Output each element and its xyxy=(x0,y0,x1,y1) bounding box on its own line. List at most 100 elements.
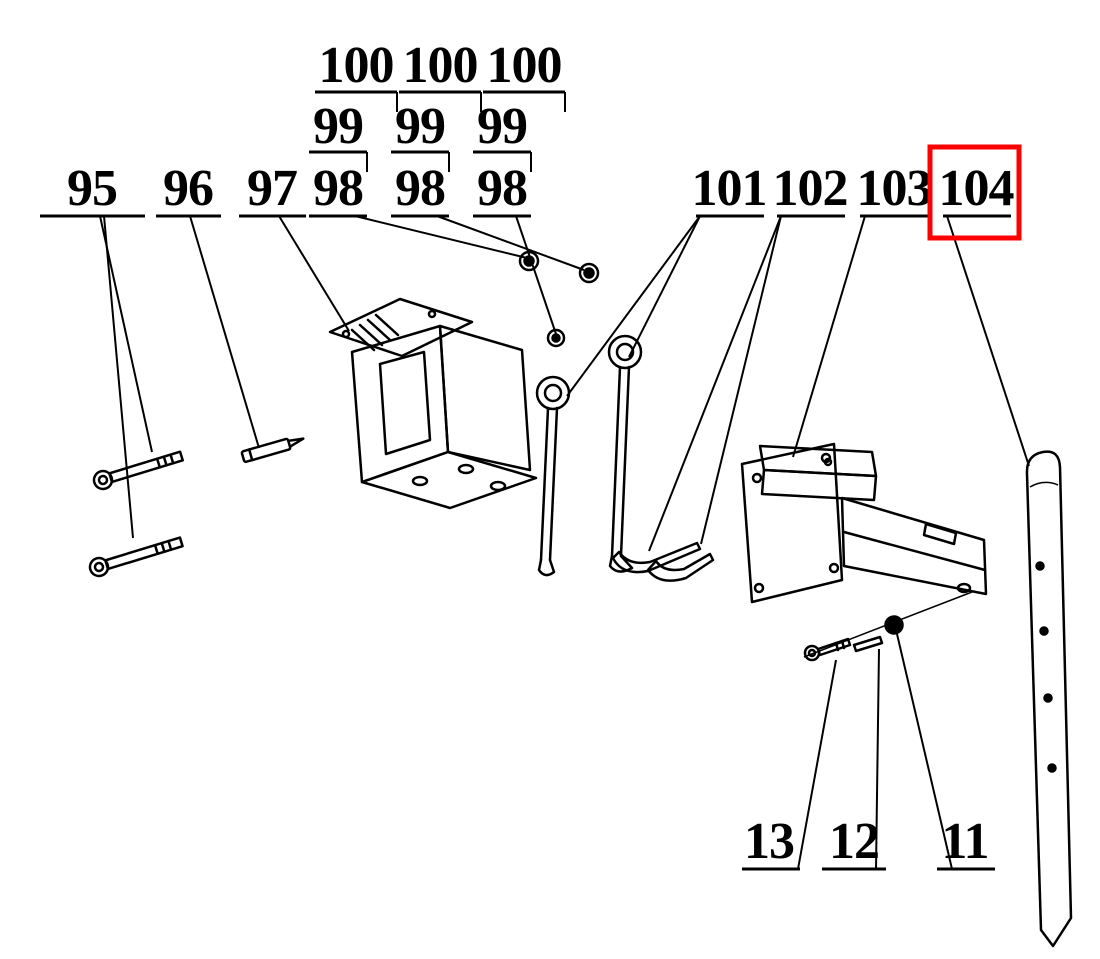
part-98-99-100-hardware xyxy=(518,250,600,348)
hook-body xyxy=(611,541,702,574)
leader-line-97 xyxy=(278,215,350,332)
bracket-hole xyxy=(427,309,437,319)
bracket-hole xyxy=(341,329,351,339)
leader-line-101a xyxy=(566,215,701,397)
callout-label-102[interactable]: 102 xyxy=(773,160,849,217)
box-hole xyxy=(823,457,833,467)
ball xyxy=(884,615,904,635)
leader-line-95a xyxy=(99,215,153,453)
leader-line-104 xyxy=(946,215,1030,467)
plate-hole xyxy=(828,562,840,574)
beam-edge-line xyxy=(842,530,987,572)
beam-hole xyxy=(956,582,972,594)
nut-center xyxy=(523,255,535,267)
flange-hole xyxy=(489,480,507,492)
spring-hatch-line xyxy=(366,318,392,342)
bar-top-notch xyxy=(1029,481,1059,488)
part-13-bolt xyxy=(803,637,852,662)
leader-line-102b xyxy=(700,215,782,545)
bracket-front-face xyxy=(350,324,450,484)
nut-outline xyxy=(518,250,540,272)
callout-label-97[interactable]: 97 xyxy=(247,160,298,217)
bar-hole xyxy=(1035,561,1045,571)
callout-label-103[interactable]: 103 xyxy=(857,160,933,217)
bolt-head-socket xyxy=(93,561,105,573)
beam-tab xyxy=(922,522,958,546)
leader-line-98-2 xyxy=(436,215,585,271)
callout-label-99-2[interactable]: 99 xyxy=(395,98,446,155)
leader-line-95b xyxy=(103,215,134,539)
callout-label-13[interactable]: 13 xyxy=(744,813,795,870)
bar-hole xyxy=(1043,693,1053,703)
plate-hole xyxy=(753,582,765,594)
leader-line-98-1 xyxy=(354,215,528,259)
bar-hole xyxy=(1039,626,1049,636)
callout-label-11[interactable]: 11 xyxy=(941,813,989,870)
bracket-beam xyxy=(840,496,988,596)
bolt-shaft xyxy=(108,450,184,484)
pin-end-line xyxy=(247,448,254,462)
bolt-shaft xyxy=(816,637,852,657)
callout-label-98-3[interactable]: 98 xyxy=(477,160,528,217)
callout-label-98-2[interactable]: 98 xyxy=(395,160,446,217)
callout-label-104[interactable]: 104 xyxy=(939,160,1016,217)
leader-line-11 xyxy=(896,633,953,870)
part-102-hook-left xyxy=(611,541,702,574)
nut-outline xyxy=(578,262,600,284)
callout-label-96[interactable]: 96 xyxy=(163,160,214,217)
part-103-bracket xyxy=(740,442,988,604)
bracket-box-front xyxy=(760,468,878,502)
leader-line-101b xyxy=(628,215,701,358)
pin-body xyxy=(240,437,292,464)
part-97-bracket xyxy=(328,297,538,510)
bracket-plate xyxy=(740,442,844,604)
part-11-12-13-fasteners xyxy=(803,591,973,662)
thread-line xyxy=(153,543,159,556)
thread-line xyxy=(160,541,166,553)
pin-tip xyxy=(537,558,556,577)
spring-hatch-line xyxy=(358,323,384,347)
pin-tip xyxy=(287,437,305,448)
part-96-pin xyxy=(240,437,305,464)
callout-label-99-3[interactable]: 99 xyxy=(477,98,528,155)
bracket-top-plate xyxy=(328,297,474,358)
callout-label-100-1[interactable]: 100 xyxy=(319,37,395,94)
bracket-right-face xyxy=(438,324,532,472)
callout-label-101[interactable]: 101 xyxy=(692,160,768,217)
pin-shaft-edge xyxy=(548,406,559,562)
callout-label-99-1[interactable]: 99 xyxy=(313,98,364,155)
part-12-pin xyxy=(852,635,884,653)
leader-line-13 xyxy=(797,659,837,870)
eye-ring-outer xyxy=(535,375,571,411)
leader-line-12 xyxy=(875,648,880,870)
callouts: 95 96 97 100 100 100 99 99 99 98 98 98 xyxy=(40,37,1030,871)
hook-body xyxy=(646,552,715,582)
callout-label-95[interactable]: 95 xyxy=(67,160,118,217)
part-95-bolt-lower xyxy=(88,536,184,578)
leader-line-102a xyxy=(648,215,782,552)
eye-ring-outer xyxy=(607,334,643,370)
callout-label-100-3[interactable]: 100 xyxy=(487,37,563,94)
callout-label-98-1[interactable]: 98 xyxy=(313,160,364,217)
bracket-cavity xyxy=(378,350,432,456)
callout-label-100-2[interactable]: 100 xyxy=(403,37,479,94)
drawing xyxy=(88,250,1073,948)
plate-hole xyxy=(751,472,763,484)
spring-hatch-line xyxy=(374,313,400,337)
part-11-ball xyxy=(884,615,904,635)
bar-hole xyxy=(1047,763,1057,773)
part-101-eye-pin-left xyxy=(535,375,571,577)
pin-shaft-edge xyxy=(610,365,622,558)
washer-center xyxy=(551,333,561,343)
leader-line-103 xyxy=(792,215,866,458)
eye-ring-inner xyxy=(615,342,635,362)
highlight-box-104 xyxy=(927,144,1022,241)
part-104-flat-bar xyxy=(1025,450,1073,948)
thread-line xyxy=(167,539,173,551)
callout-label-12[interactable]: 12 xyxy=(829,813,880,870)
thread-line xyxy=(840,639,846,650)
part-102-hook-right xyxy=(646,552,715,582)
washer-outline xyxy=(546,328,566,348)
leader-line-98-3 xyxy=(515,215,557,335)
